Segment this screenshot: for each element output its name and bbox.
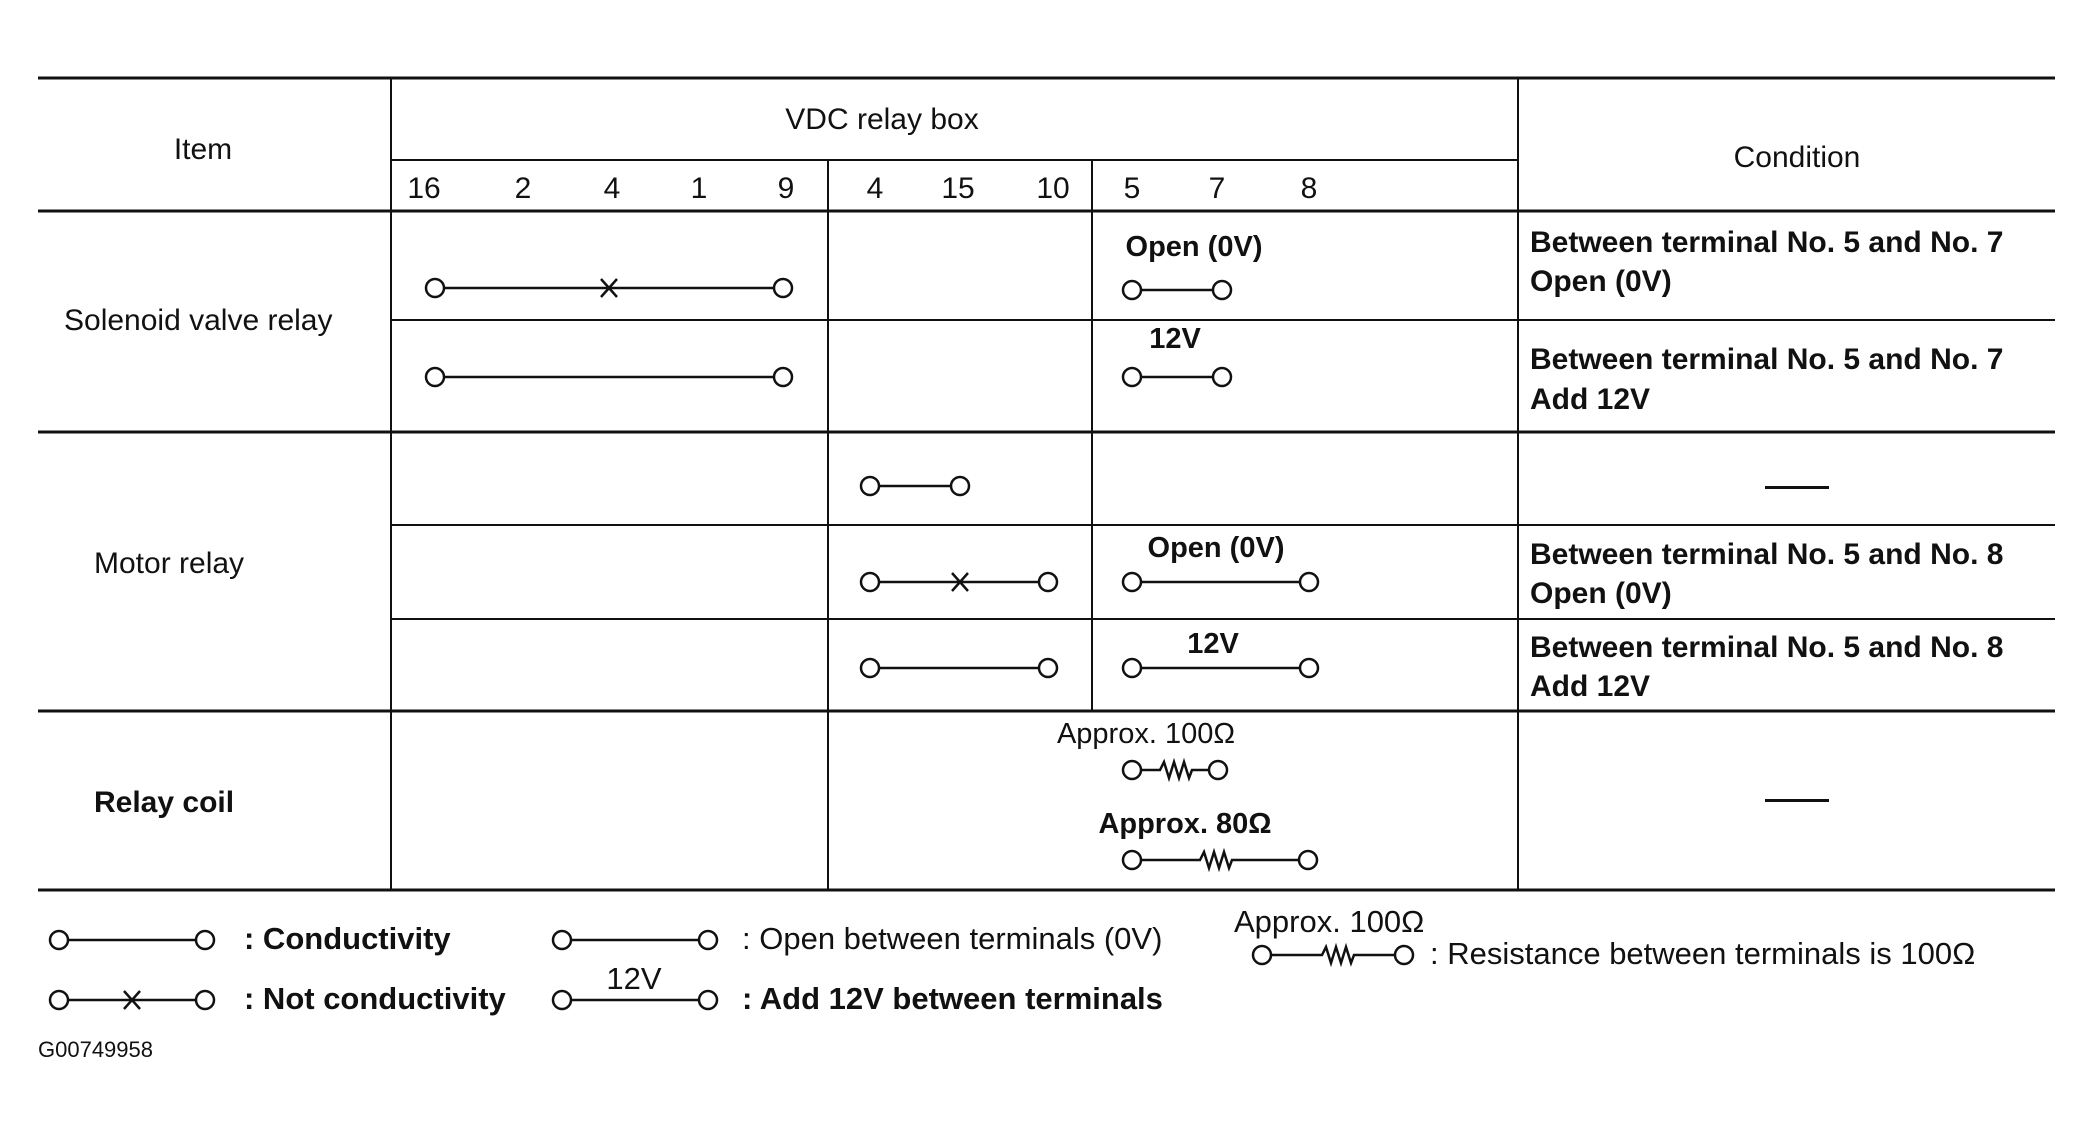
solenoid-12v-symbol <box>1121 366 1233 388</box>
coil-approx-100-label: Approx. 100Ω <box>1056 718 1236 750</box>
legend-resistance-label: : Resistance between terminals is 100Ω <box>1430 936 1976 971</box>
motor-condition-2-line1: Between terminal No. 5 and No. 8 <box>1530 631 2004 664</box>
solenoid-open-symbol <box>1121 279 1233 301</box>
solenoid-condition-1-line1: Between terminal No. 5 and No. 7 <box>1530 226 2004 259</box>
legend-not-conductivity-label: : Not conductivity <box>244 981 506 1016</box>
motor-condition-2-line2: Add 12V <box>1530 670 1651 703</box>
legend-add12-label: : Add 12V between terminals <box>742 981 1163 1016</box>
solenoid-not-conductivity-symbol <box>424 277 794 299</box>
terminal-4b: 4 <box>866 172 884 205</box>
header-condition: Condition <box>1733 141 1861 174</box>
terminal-10: 10 <box>1036 172 1070 205</box>
terminal-5: 5 <box>1123 172 1141 205</box>
legend-conductivity-label: : Conductivity <box>244 921 451 956</box>
coil-condition-dash <box>1765 799 1829 802</box>
solenoid-condition-2-line2: Add 12V <box>1530 383 1651 416</box>
coil-approx-80-label: Approx. 80Ω <box>1098 808 1272 840</box>
motor-condition-1-line2: Open (0V) <box>1530 577 1672 610</box>
header-vdc-relay-box: VDC relay box <box>785 103 979 136</box>
terminal-4: 4 <box>603 172 621 205</box>
motor-open-symbol <box>1121 571 1320 593</box>
motor-12v-symbol <box>1121 657 1320 679</box>
motor-condition-1-line1: Between terminal No. 5 and No. 8 <box>1530 538 2004 571</box>
legend-open-label: : Open between terminals (0V) <box>742 921 1163 956</box>
solenoid-condition-1-line2: Open (0V) <box>1530 265 1672 298</box>
figure-code: G00749958 <box>38 1037 153 1062</box>
item-relay-coil: Relay coil <box>94 786 235 819</box>
motor-not-conductivity-symbol <box>859 571 1059 593</box>
motor-conductivity-symbol <box>859 657 1059 679</box>
coil-resistor-80-symbol <box>1121 847 1319 873</box>
terminal-2: 2 <box>514 172 532 205</box>
coil-resistor-100-symbol <box>1121 757 1229 783</box>
legend-approx-100-label: Approx. 100Ω <box>1234 904 1425 939</box>
solenoid-12v-label: 12V <box>1149 323 1201 355</box>
motor-12v-label: 12V <box>1187 628 1239 660</box>
legend-open-symbol <box>551 929 719 951</box>
terminal-15: 15 <box>941 172 975 205</box>
legend-not-conductivity-symbol <box>48 989 216 1011</box>
solenoid-condition-2-line1: Between terminal No. 5 and No. 7 <box>1530 343 2004 376</box>
terminal-1: 1 <box>690 172 708 205</box>
terminal-7: 7 <box>1208 172 1226 205</box>
legend-12v-symbol-label: 12V <box>606 961 662 996</box>
motor-condition-dash <box>1765 486 1829 489</box>
header-item: Item <box>173 133 233 166</box>
legend-conductivity-symbol <box>48 929 216 951</box>
motor-open-label: Open (0V) <box>1147 532 1285 564</box>
item-solenoid-valve-relay: Solenoid valve relay <box>64 304 333 337</box>
terminal-9: 9 <box>777 172 795 205</box>
item-motor-relay: Motor relay <box>94 547 245 580</box>
motor-conductivity-short-symbol <box>859 475 971 497</box>
solenoid-open-label: Open (0V) <box>1125 231 1263 263</box>
legend-12v-symbol <box>551 989 719 1011</box>
terminal-16: 16 <box>407 172 441 205</box>
table-grid <box>38 76 2055 892</box>
legend-resistor-symbol <box>1251 942 1415 968</box>
terminal-8: 8 <box>1300 172 1318 205</box>
solenoid-conductivity-symbol <box>424 366 794 388</box>
